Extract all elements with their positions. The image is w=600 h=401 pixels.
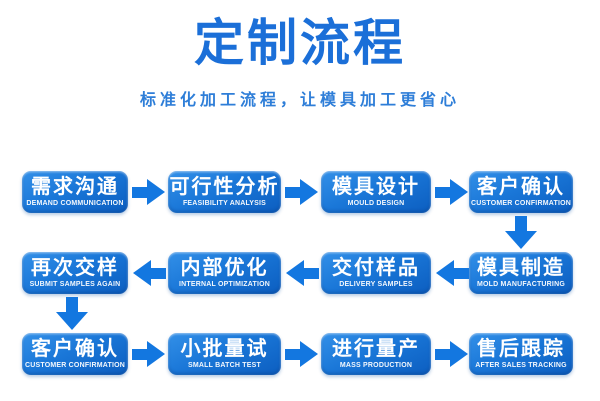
- step-label-zh: 可行性分析: [169, 176, 280, 198]
- arrow-right-icon: [435, 341, 469, 367]
- step-label-en: DEMAND COMMUNICATION: [26, 200, 124, 207]
- step-box-after-sales-tracking: 售后跟踪 AFTER SALES TRACKING: [469, 333, 573, 375]
- step-label-zh: 再次交样: [31, 257, 119, 279]
- step-box-feasibility-analysis: 可行性分析 FEASIBILITY ANALYSIS: [168, 171, 281, 213]
- step-label-en: MOULD DESIGN: [347, 200, 405, 207]
- step-box-internal-optimization: 内部优化 INTERNAL OPTIMIZATION: [168, 252, 281, 294]
- step-label-zh: 售后跟踪: [477, 338, 565, 360]
- step-label-en: CUSTOMER CONFIRMATION: [471, 200, 571, 207]
- page-title: 定制流程: [194, 15, 406, 71]
- arrow-right-icon: [435, 179, 469, 205]
- arrow-left-icon: [132, 260, 166, 286]
- arrow-right-icon: [132, 341, 166, 367]
- step-label-zh: 交付样品: [332, 257, 420, 279]
- step-label-zh: 客户确认: [477, 176, 565, 198]
- step-label-en: FEASIBILITY ANALYSIS: [182, 200, 267, 207]
- step-box-customer-confirmation-2: 客户确认 CUSTOMER CONFIRMATION: [22, 333, 128, 375]
- step-label-zh: 小批量试: [180, 338, 269, 360]
- step-label-en: AFTER SALES TRACKING: [475, 362, 567, 369]
- step-box-mould-design: 模具设计 MOULD DESIGN: [321, 171, 431, 213]
- step-label-zh: 进行量产: [332, 338, 420, 360]
- step-label-en: MOLD MANUFACTURING: [477, 281, 565, 288]
- step-box-small-batch-test: 小批量试 SMALL BATCH TEST: [168, 333, 281, 375]
- step-label-en: CUSTOMER CONFIRMATION: [25, 362, 125, 369]
- arrow-right-icon: [285, 341, 319, 367]
- step-box-delivery-samples: 交付样品 DELIVERY SAMPLES: [321, 252, 431, 294]
- step-label-zh: 模具制造: [477, 257, 565, 279]
- step-label-zh: 内部优化: [180, 257, 269, 279]
- step-label-en: DELIVERY SAMPLES: [339, 281, 413, 288]
- arrow-down-icon: [505, 216, 537, 250]
- step-label-en: INTERNAL OPTIMIZATION: [178, 281, 271, 288]
- arrow-down-icon: [56, 297, 88, 331]
- step-box-customer-confirmation-1: 客户确认 CUSTOMER CONFIRMATION: [469, 171, 573, 213]
- arrow-right-icon: [285, 179, 319, 205]
- arrow-right-icon: [132, 179, 166, 205]
- arrow-left-icon: [435, 260, 469, 286]
- step-label-zh: 需求沟通: [31, 176, 119, 198]
- step-label-en: SMALL BATCH TEST: [188, 362, 261, 369]
- page-subtitle: 标准化加工流程，让模具加工更省心: [139, 92, 460, 109]
- step-box-demand-communication: 需求沟通 DEMAND COMMUNICATION: [22, 171, 128, 213]
- step-box-submit-samples-again: 再次交样 SUBMIT SAMPLES AGAIN: [22, 252, 128, 294]
- step-box-mass-production: 进行量产 MASS PRODUCTION: [321, 333, 431, 375]
- arrow-left-icon: [285, 260, 319, 286]
- step-label-en: SUBMIT SAMPLES AGAIN: [29, 281, 121, 288]
- step-box-mold-manufacturing: 模具制造 MOLD MANUFACTURING: [469, 252, 573, 294]
- step-label-zh: 模具设计: [332, 176, 420, 198]
- step-label-en: MASS PRODUCTION: [339, 362, 413, 369]
- step-label-zh: 客户确认: [31, 338, 119, 360]
